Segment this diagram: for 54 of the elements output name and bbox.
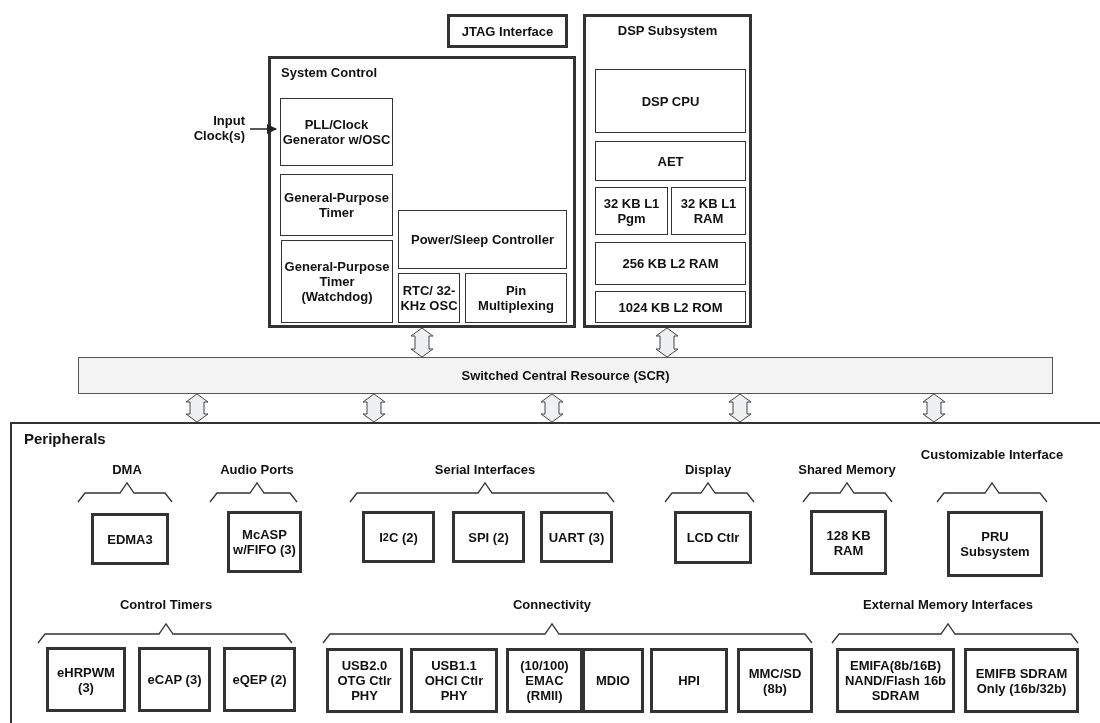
double-block-arrow bbox=[410, 327, 434, 358]
component-box: SPI (2) bbox=[452, 511, 525, 563]
panel-title: System Control bbox=[281, 65, 378, 80]
component-box: 256 KB L2 RAM bbox=[595, 242, 746, 285]
component-box: AET bbox=[595, 141, 746, 181]
component-box: MDIO bbox=[582, 648, 644, 713]
group-heading: Control Timers bbox=[118, 597, 214, 612]
component-box: MMC/SD (8b) bbox=[737, 648, 813, 713]
interface-box: JTAG Interface bbox=[447, 14, 568, 48]
arrow bbox=[249, 124, 277, 134]
group-heading: Shared Memory bbox=[797, 462, 897, 477]
component-box: eQEP (2) bbox=[223, 647, 296, 712]
input-label: Input Clock(s) bbox=[178, 108, 246, 148]
double-block-arrow bbox=[922, 393, 946, 423]
group-heading: External Memory Interfaces bbox=[862, 597, 1034, 612]
double-block-arrow bbox=[540, 393, 564, 423]
group-heading: Audio Ports bbox=[219, 462, 295, 477]
group-heading: Connectivity bbox=[512, 597, 592, 612]
component-box: eHRPWM (3) bbox=[46, 647, 126, 712]
component-box: General-Purpose Timer (Watchdog) bbox=[281, 240, 393, 323]
component-box: EDMA3 bbox=[91, 513, 169, 565]
component-box: eCAP (3) bbox=[138, 647, 211, 712]
component-box: Power/Sleep Controller bbox=[398, 210, 567, 269]
component-box: 32 KB L1 Pgm bbox=[595, 187, 668, 235]
component-box: 1024 KB L2 ROM bbox=[595, 291, 746, 323]
subsystem-panel bbox=[268, 56, 576, 328]
component-box: (10/100) EMAC (RMII) bbox=[506, 648, 583, 713]
component-box: UART (3) bbox=[540, 511, 613, 563]
double-block-arrow bbox=[728, 393, 752, 423]
component-box: EMIFA(8b/16B) NAND/Flash 16b SDRAM bbox=[836, 648, 955, 713]
component-box: PRU Subsystem bbox=[947, 511, 1043, 577]
panel-title: Peripherals bbox=[24, 430, 106, 447]
component-box: USB1.1 OHCI Ctlr PHY bbox=[410, 648, 498, 713]
component-box: EMIFB SDRAM Only (16b/32b) bbox=[964, 648, 1079, 713]
subsystem-panel bbox=[583, 14, 752, 328]
double-block-arrow bbox=[362, 393, 386, 423]
group-heading: Customizable Interface bbox=[919, 447, 1065, 462]
component-box: USB2.0 OTG Ctlr PHY bbox=[326, 648, 403, 713]
component-box: Pin Multiplexing bbox=[465, 273, 567, 323]
panel-title: DSP Subsystem bbox=[616, 23, 719, 38]
component-box: PLL/Clock Generator w/OSC bbox=[280, 98, 393, 166]
component-box: 32 KB L1 RAM bbox=[671, 187, 746, 235]
double-block-arrow bbox=[655, 327, 679, 358]
peripherals-panel bbox=[10, 422, 1100, 723]
double-block-arrow bbox=[185, 393, 209, 423]
bus-bar: Switched Central Resource (SCR) bbox=[78, 357, 1053, 394]
component-box: DSP CPU bbox=[595, 69, 746, 133]
component-box: LCD Ctlr bbox=[674, 511, 752, 564]
component-box: 128 KB RAM bbox=[810, 510, 887, 575]
group-heading: Serial Interfaces bbox=[433, 462, 537, 477]
component-box: HPI bbox=[650, 648, 728, 713]
component-box: McASP w/FIFO (3) bbox=[227, 511, 302, 573]
component-box: General-Purpose Timer bbox=[280, 174, 393, 236]
component-box: RTC/ 32-KHz OSC bbox=[398, 273, 460, 323]
